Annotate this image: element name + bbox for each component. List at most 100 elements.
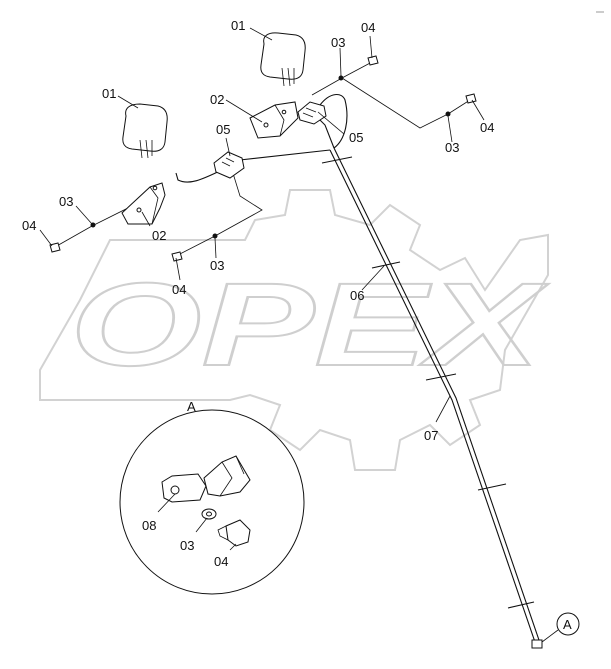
leader-washer-right <box>447 115 453 143</box>
bolt-mid <box>171 251 183 262</box>
leader-bolt-mid <box>175 257 181 281</box>
lamp-left-assembly <box>121 103 168 225</box>
callout-washer-detail: 03 <box>180 538 194 553</box>
leaders <box>39 27 485 551</box>
detail-washer-hole <box>206 511 212 517</box>
callout-bracket-top: 02 <box>210 92 224 107</box>
bracket-left-fold <box>149 186 159 225</box>
leader-bracket-left <box>141 211 151 227</box>
tie-mark-2 <box>371 261 401 269</box>
leader-lamp-left <box>117 95 139 109</box>
leader-connector-left <box>225 137 231 157</box>
leader-bolt-top <box>369 35 373 59</box>
watermark-text: OPEX <box>70 259 549 391</box>
callout-lamp-top: 01 <box>231 18 245 33</box>
lamp-top-clip <box>281 67 295 87</box>
bolt-top <box>367 55 379 66</box>
detail-marker-label: A <box>563 617 572 632</box>
bracket-left-hole <box>136 207 142 213</box>
callout-washer-right: 03 <box>445 140 459 155</box>
detail-circle <box>119 409 305 595</box>
harness-main-line-a <box>329 149 537 646</box>
detail-marker-leader <box>541 629 559 643</box>
bracket-left <box>121 182 166 225</box>
bolt-left <box>49 242 61 253</box>
lamp-left-clip <box>139 139 153 159</box>
detail-bracket-hole <box>170 485 180 495</box>
callout-washer-top: 03 <box>331 35 345 50</box>
detail-marker: A <box>541 612 580 643</box>
bracket-top <box>249 101 299 139</box>
callout-bolt-mid: 04 <box>172 282 186 297</box>
lamp-top <box>260 32 306 80</box>
detail-a <box>119 409 305 595</box>
tie-mark-3 <box>425 373 457 381</box>
watermark: OPEX <box>39 189 550 471</box>
leader-detail-bolt <box>229 543 237 551</box>
mount-line-mid <box>175 169 263 257</box>
tie-mark-1 <box>321 156 353 164</box>
detail-bracket <box>161 473 207 503</box>
leader-detail-bracket <box>157 493 176 513</box>
connector-right-pins <box>302 107 317 118</box>
callout-connector-right: 05 <box>349 130 363 145</box>
leader-lamp-top <box>249 27 273 41</box>
washer-mid <box>212 233 218 239</box>
callout-harness: 07 <box>424 428 438 443</box>
detail-marker-circle <box>556 612 580 636</box>
harness-end-connector <box>531 639 543 649</box>
harness-branch-left <box>231 149 331 171</box>
leader-bolt-right <box>471 99 485 121</box>
connector-left <box>213 151 245 179</box>
watermark-gear <box>39 189 549 471</box>
lamp-left <box>122 103 168 152</box>
callout-bolt-left: 04 <box>22 218 36 233</box>
harness <box>175 94 543 649</box>
leader-washer-mid <box>214 237 217 259</box>
callout-detail-title: A <box>187 399 196 414</box>
detail-lamp-clip-edge <box>219 455 245 497</box>
leader-washer-top <box>339 47 342 77</box>
washer-right <box>445 111 451 117</box>
mounting-lines <box>54 61 471 257</box>
leader-tie <box>361 265 385 291</box>
callout-bracket-left: 02 <box>152 228 166 243</box>
harness-left-cable <box>175 169 223 183</box>
callout-tie: 06 <box>350 288 364 303</box>
callout-washer-mid: 03 <box>210 258 224 273</box>
bolt-right <box>465 93 477 104</box>
detail-lamp-clip <box>203 455 251 497</box>
leader-detail-washer <box>195 517 208 533</box>
callout-connector-left: 05 <box>216 122 230 137</box>
callout-detail-bracket: 08 <box>142 518 156 533</box>
tie-mark-5 <box>507 601 535 609</box>
leader-bracket-top <box>225 99 263 123</box>
connector-right <box>297 101 327 125</box>
leader-bolt-left <box>39 229 53 247</box>
callout-bolt-right: 04 <box>480 120 494 135</box>
connector-left-pins <box>221 157 235 167</box>
fasteners <box>49 55 477 262</box>
harness-main-line-b <box>333 147 541 644</box>
leader-connector-right <box>317 111 345 135</box>
callout-labels: 01 01 02 02 03 03 03 03 03 04 04 04 04 0… <box>22 18 494 569</box>
callout-bolt-detail: 04 <box>214 554 228 569</box>
connectors <box>213 101 327 179</box>
leader-washer-left <box>75 205 93 225</box>
callout-washer-left: 03 <box>59 194 73 209</box>
bracket-top-hole <box>263 122 269 128</box>
washer-top <box>338 75 344 81</box>
bracket-left-hole-2 <box>152 185 158 191</box>
mount-line-right <box>341 77 471 129</box>
detail-bolt <box>225 519 251 547</box>
callout-bolt-top: 04 <box>361 20 375 35</box>
detail-bolt-shaft <box>217 525 229 541</box>
lamp-top-assembly <box>249 32 306 139</box>
tie-mark-4 <box>477 483 507 491</box>
bracket-top-hole-2 <box>281 109 287 115</box>
harness-branch-top <box>319 94 348 149</box>
callout-lamp-left: 01 <box>102 86 116 101</box>
bracket-top-fold <box>274 104 285 137</box>
leader-harness <box>435 395 451 423</box>
